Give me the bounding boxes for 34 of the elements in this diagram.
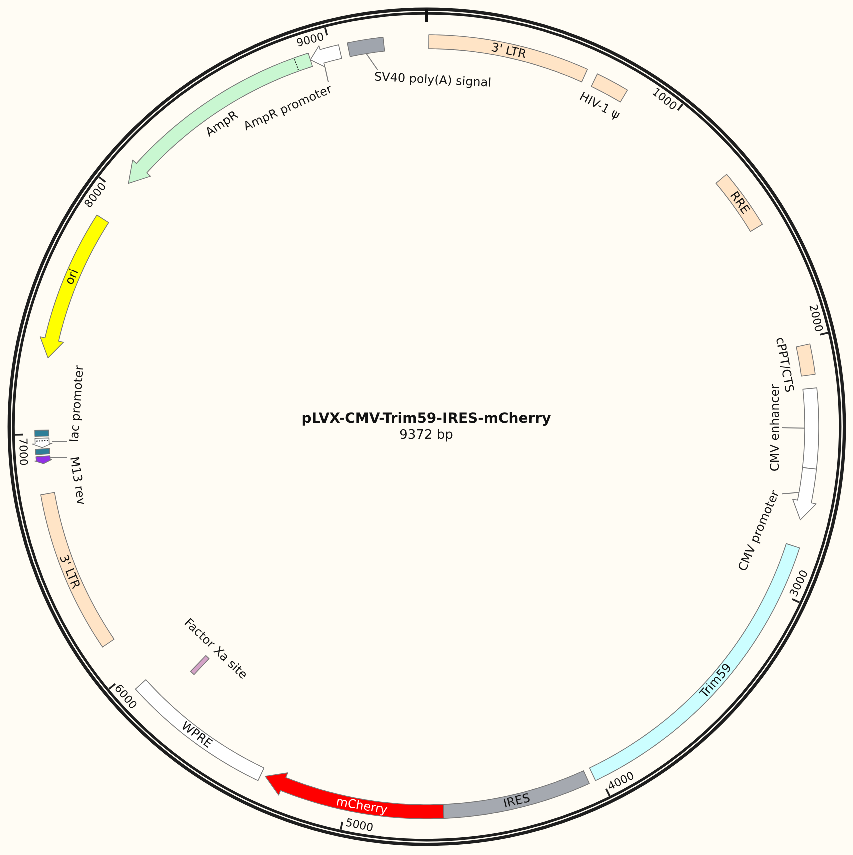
feature-label: mCherry [335, 795, 389, 818]
feature-label: 3' LTR [56, 552, 84, 591]
feature-label: lac promoter [67, 365, 87, 443]
feature-segment [189, 654, 211, 676]
directional-feature [264, 772, 446, 820]
feature-label: 3' LTR [490, 40, 528, 62]
feature-label: IRES [502, 791, 532, 812]
feature-block [34, 429, 51, 438]
feature-label: M13 rev [67, 456, 89, 506]
tick-label: 2000 [806, 303, 826, 334]
feature-segment [795, 343, 817, 378]
leader-line [52, 441, 68, 443]
tick-label: 5000 [344, 816, 374, 835]
tick-label: 4000 [606, 769, 638, 794]
feature-segment [801, 387, 820, 471]
feature-label: SV40 poly(A) signal [374, 70, 492, 90]
directional-feature [33, 454, 53, 465]
tick-label: 3000 [788, 568, 812, 600]
tick-label: 7000 [16, 438, 30, 466]
feature-segment [715, 173, 764, 233]
leader-line [782, 492, 800, 495]
tick-label: 9000 [296, 30, 326, 50]
leader-line [782, 428, 806, 429]
feature-segment [346, 36, 386, 58]
feature-block [34, 447, 51, 457]
directional-feature [39, 214, 110, 360]
leader-line [324, 66, 330, 83]
feature-segment [442, 769, 591, 820]
feature-label: ori [62, 267, 82, 288]
plasmid-size: 9372 bp [400, 428, 454, 444]
directional-feature [791, 466, 818, 522]
leader-line [366, 53, 378, 71]
plasmid-name: pLVX-CMV-Trim59-IRES-mCherry [302, 411, 552, 428]
directional-feature [31, 437, 54, 449]
